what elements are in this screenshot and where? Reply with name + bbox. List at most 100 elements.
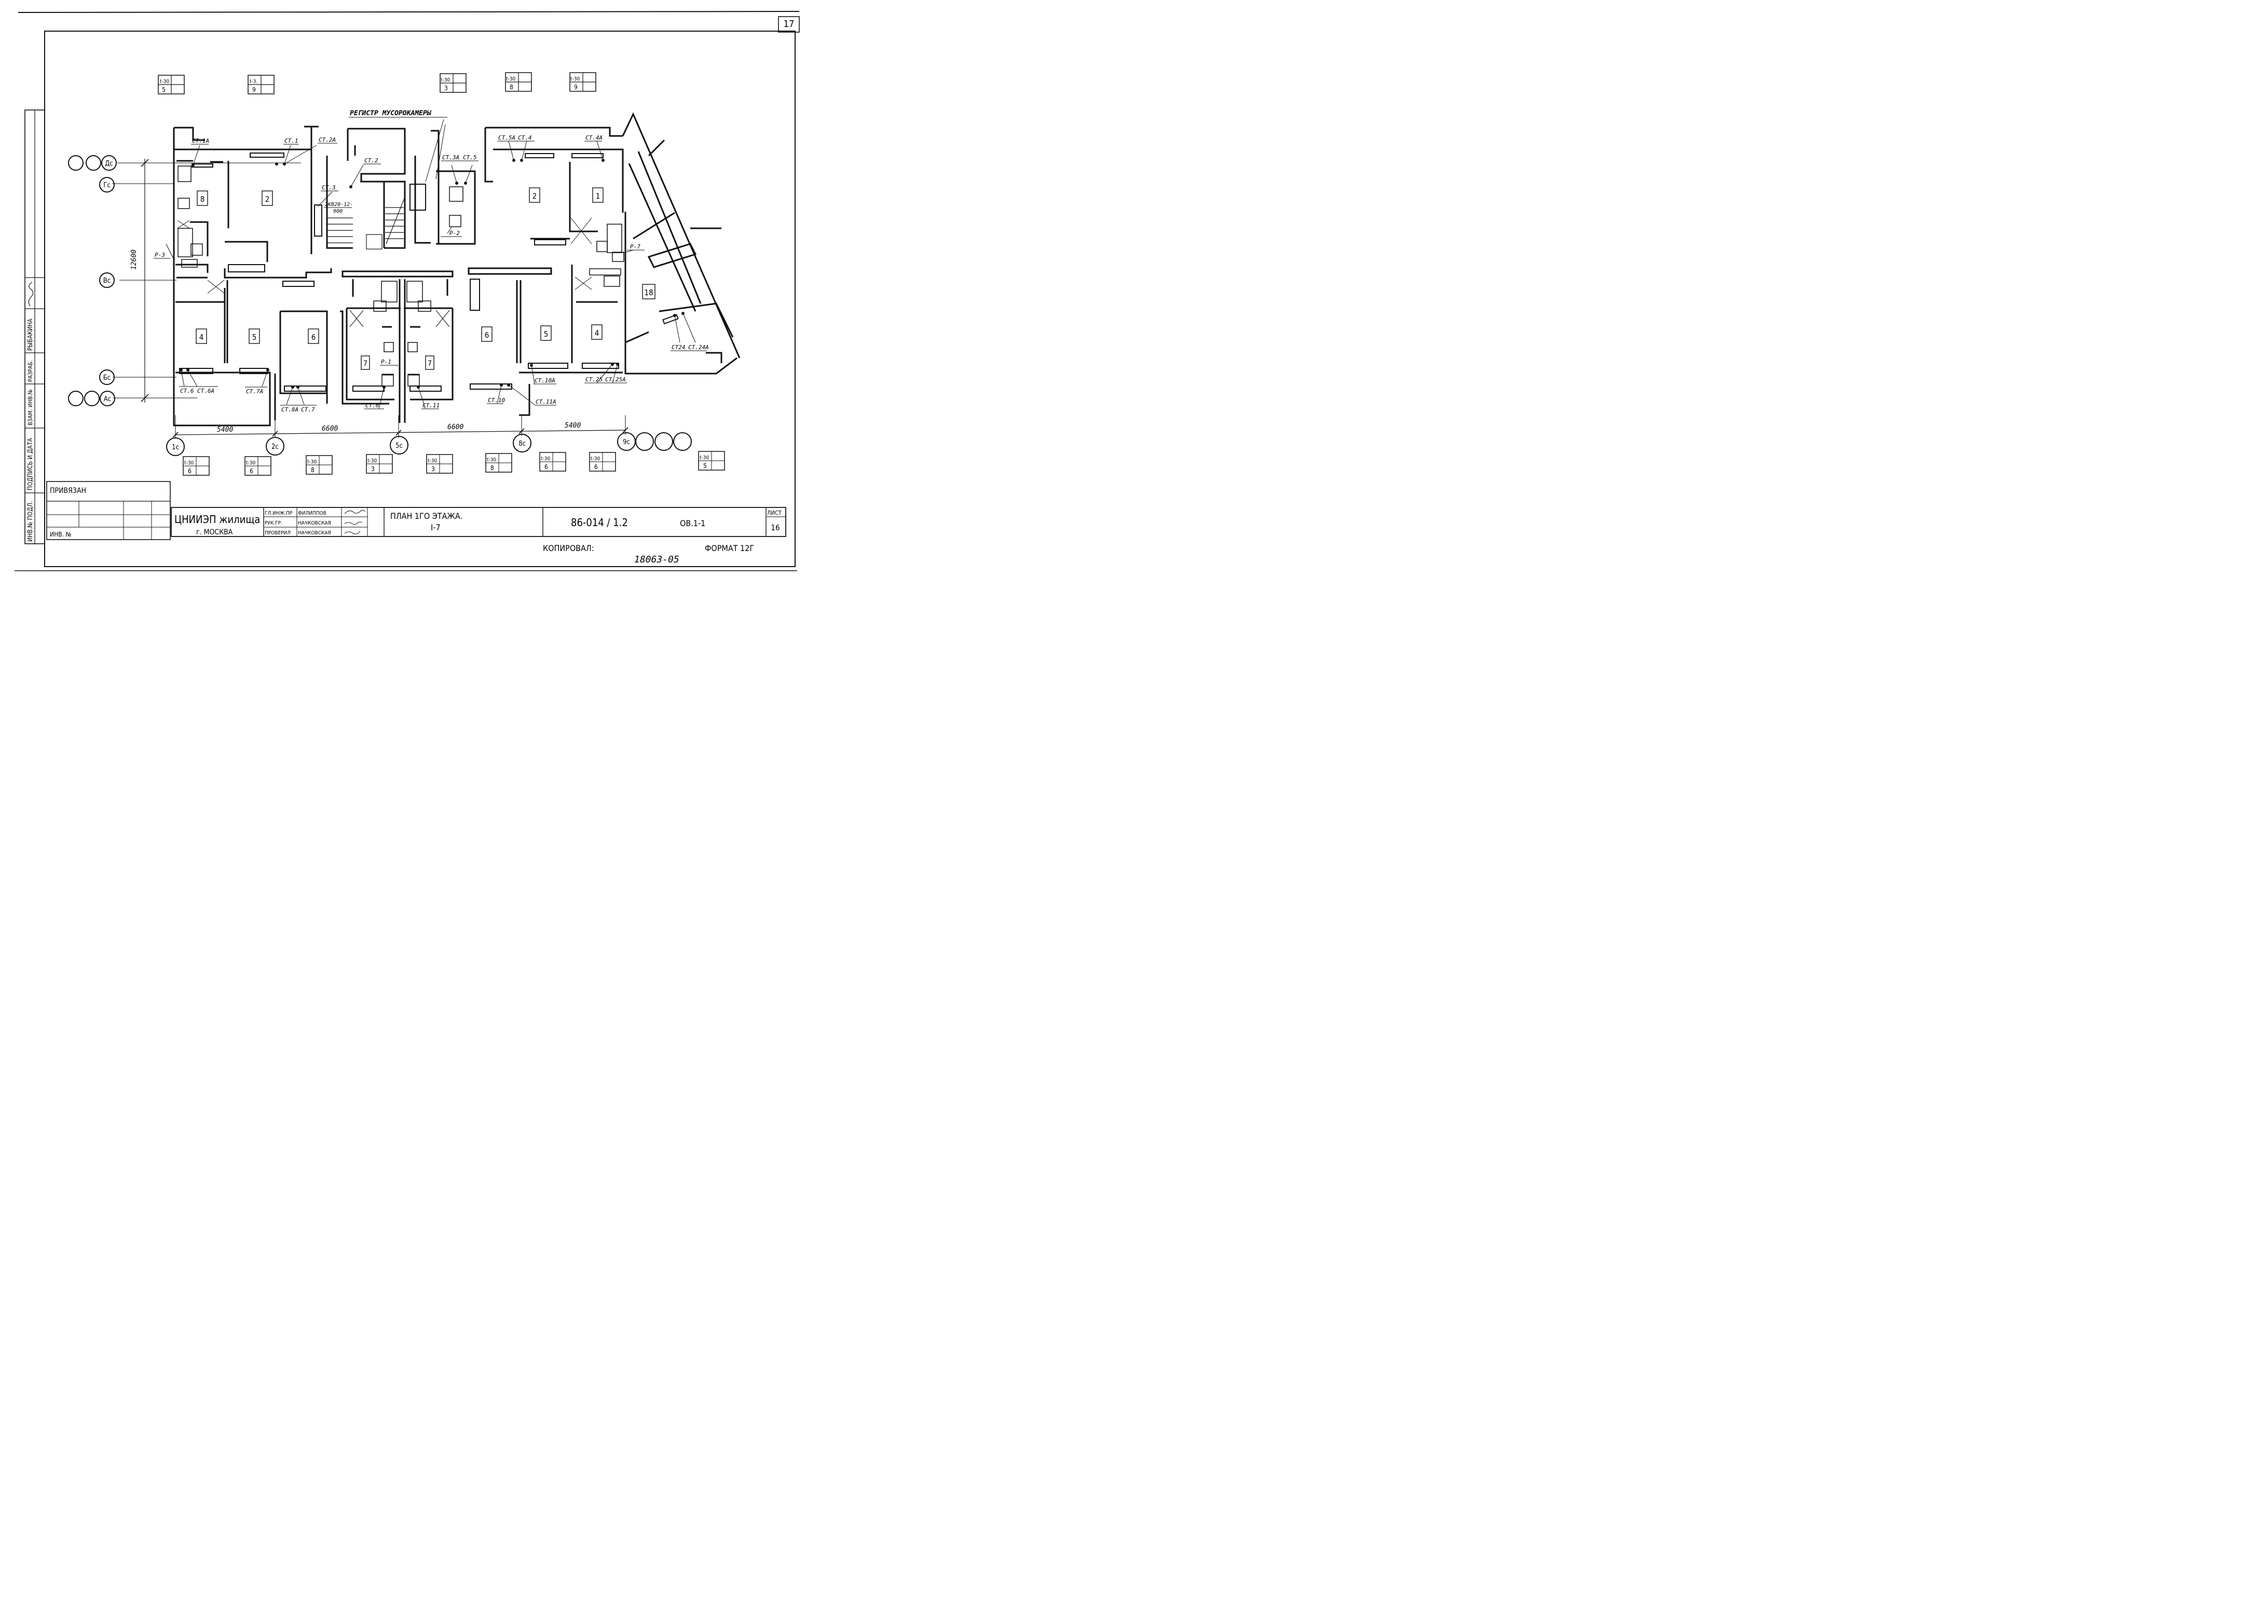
label-p1: Р-1 [381,359,391,365]
axis-label-5: 5с [395,442,403,450]
room-7-left: 7 [363,360,367,368]
signature-3 [344,531,361,534]
riser-st4: СТ.4 [518,134,532,141]
stamp-bot-t-6: t-30 [487,457,496,463]
stamp-top-n-5: 9 [574,84,578,91]
riser-label-underlines [154,117,707,409]
room-4-right: 4 [595,328,599,338]
role-3-name: НАЧКОВСКАЯ [298,530,331,536]
copy-number: 18063-05 [634,554,679,565]
stamp-top-t-1: t-30 [160,79,169,85]
title-sheet-code: ОВ.1-1 [680,518,705,528]
signature-2 [344,521,363,525]
dim-span-1: 5400 [217,426,233,434]
vertical-dimension [141,159,149,403]
axis-lines-vertical [172,415,629,438]
room-4-left: 4 [199,333,204,342]
room-2-right: 2 [532,191,537,201]
label-p7: Р-7 [630,243,640,250]
axis-label-b: Бс [103,374,111,382]
stamp-top-n-3: 3 [444,85,448,92]
side-razrab: РАЗРАБ. [27,360,34,382]
stamp-bot-n-3: 8 [311,466,315,474]
stamp-bot-n-5: 3 [431,465,435,473]
room-6-left: 6 [311,333,316,342]
stamp-bot-n-2: 6 [250,467,253,475]
axis-label-8: 8с [518,440,526,448]
title-plan-line1: ПЛАН 1ГО ЭТАЖА. [390,511,462,521]
riser-st6: СТ.6 [180,388,194,394]
role-2: РУК.ГР. [265,520,282,526]
room-6-right: 6 [485,331,489,340]
stamp-bot-t-5: t-30 [428,458,437,464]
riser-st8: СТ.8 [365,402,379,409]
axis-label-1: 1с [172,444,179,451]
side-stamp [24,109,45,544]
stamp-top-t-2: t-3. [250,79,257,85]
stamp-bot-n-1: 6 [188,467,192,475]
annotation-register: РЕГИСТР МУСОРОКАМЕРЫ [350,109,432,117]
dim-span-2: 6600 [322,425,338,433]
axis-label-g: Гс [103,182,111,189]
stamp-top-t-3: t-30 [441,77,450,83]
axis-label-2: 2с [271,443,279,451]
side-signature [28,282,34,307]
stamp-bot-t-9: t-30 [700,455,709,461]
room-18: 18 [644,288,653,297]
staircase [327,197,405,250]
riser-st24a: СТ.24А [688,344,709,351]
stamp-bot-t-2: t-30 [246,460,255,466]
dim-span-4: 5400 [565,422,581,430]
room-boxes [196,187,655,370]
title-list-label: ЛИСТ [767,510,782,516]
stamp-bot-n-6: 8 [490,464,494,472]
title-plan-line2: I-7 [431,522,441,532]
stamp-bot-n-8: 6 [594,463,598,471]
stamp-top-t-5: t-30 [570,76,580,82]
stamp-bot-n-9: 5 [703,462,707,470]
stamp-top-n-1: 5 [162,86,166,93]
riser-st2a: СТ.2А [319,136,336,143]
role-1: ГЛ.ИНЖ.ПР [265,511,293,516]
stamp-bot-n-7: 6 [544,463,548,471]
side-sign-date: ПОДПИСЬ И ДАТА [26,437,34,490]
room-5-right: 5 [544,329,549,339]
side-inv-podl: ИНВ.№ ПОДЛ. [26,501,34,542]
label-radiator: 2КВ20-12- [325,202,353,208]
bottom-stamps [183,451,725,476]
riser-st1a: СТ.1А [192,137,209,144]
signature-1 [344,510,366,514]
title-inv-no: ИНВ. № [50,531,72,538]
stamp-top-n-2: 9 [252,86,256,93]
riser-st3a: СТ.3А [442,154,459,161]
room-2-left: 2 [265,195,270,204]
building-walls [173,112,741,426]
riser-st2: СТ.2 [364,157,378,164]
stamp-bot-n-4: 3 [371,465,375,473]
riser-st11: СТ.11 [422,402,440,409]
dim-span-3: 6600 [447,423,463,431]
stamp-bot-t-1: t-30 [184,460,194,466]
format-label: ФОРМАТ 12Г [705,543,754,553]
title-org-line1: ЦНИИЭП жилища [174,513,260,526]
sanitary-fixtures [177,166,624,387]
floor-plan-drawing: 17 ИНВ.№ ПОДЛ. ПОДПИСЬ И ДАТА ВЗАМ. ИНВ.… [15,11,800,571]
riser-st6a: СТ.6А [197,388,214,394]
axis-label-v: Вс [103,277,111,285]
riser-markers [166,119,696,409]
riser-st1: СТ.1 [284,137,298,144]
room-8: 8 [200,195,205,204]
title-doc-code: 86-014 / 1.2 [571,516,628,529]
axis-bubbles-bottom [166,432,692,456]
sheet-number: 17 [784,19,795,30]
room-7-right: 7 [428,360,432,368]
stamp-bot-t-7: t-30 [541,456,550,462]
axis-label-a: Ас [104,395,111,403]
riser-st10a: СТ.10А [535,377,555,384]
riser-st3: СТ.3 [322,184,336,191]
stamp-bot-t-4: t-30 [367,458,377,464]
role-1-name: ФИЛИППОВ [298,511,326,516]
riser-st4a: СТ.4А [585,134,603,141]
role-2-name: НАЧКОВСКАЯ [298,520,331,526]
stamp-bot-t-3: t-30 [307,459,317,465]
